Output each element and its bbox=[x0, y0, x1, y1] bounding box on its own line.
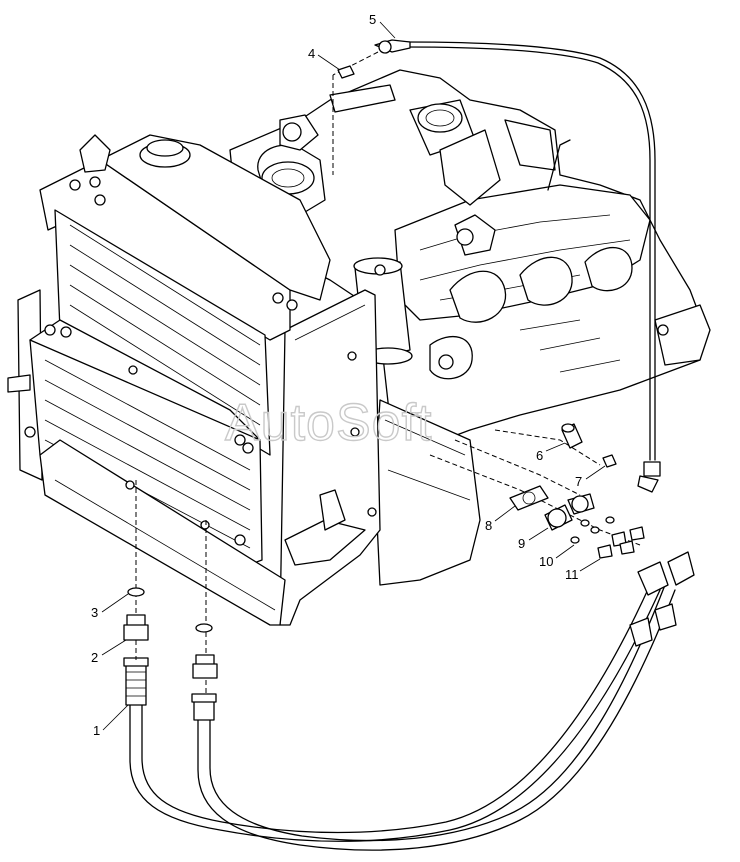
callout-9: 9 bbox=[518, 536, 525, 551]
callout-10: 10 bbox=[539, 554, 553, 569]
callout-6: 6 bbox=[536, 448, 543, 463]
leader-lines bbox=[101, 21, 606, 731]
right-fittings bbox=[429, 423, 645, 559]
callout-7: 7 bbox=[575, 474, 582, 489]
left-fittings bbox=[123, 480, 218, 695]
engine-assembly bbox=[229, 69, 711, 586]
callout-5: 5 bbox=[369, 12, 376, 27]
watermark: AutoSoft bbox=[225, 394, 432, 452]
fitting-4 bbox=[337, 65, 355, 79]
callout-8: 8 bbox=[485, 518, 492, 533]
lower-hoses bbox=[123, 551, 695, 851]
callout-labels: 1 2 3 4 5 6 7 8 9 10 11 bbox=[91, 12, 582, 738]
callout-1: 1 bbox=[93, 723, 100, 738]
callout-3: 3 bbox=[91, 605, 98, 620]
callout-11: 11 bbox=[565, 567, 579, 582]
radiator-assembly bbox=[7, 134, 381, 626]
upper-hose-line bbox=[332, 39, 661, 493]
callout-2: 2 bbox=[91, 650, 98, 665]
callout-4: 4 bbox=[308, 46, 315, 61]
